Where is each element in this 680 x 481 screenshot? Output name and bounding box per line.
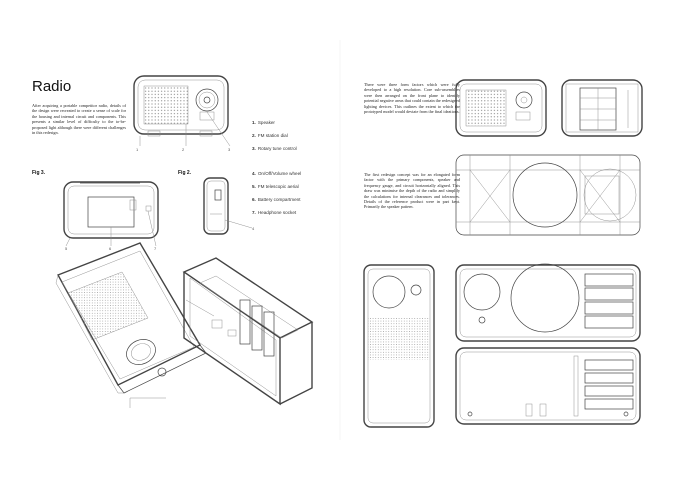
concept-wide-radio-front (455, 263, 641, 342)
legend-item-tune: 3.Rotary tune control (252, 146, 297, 151)
concept-tall-radio (363, 264, 435, 428)
callout-1: 1 (136, 147, 139, 152)
form-factors-paragraph: There were three form factors which were… (364, 82, 460, 115)
callout-2: 2 (182, 147, 185, 152)
concept-layout-overlay (561, 79, 643, 137)
fig3-label: Fig 3. (32, 170, 46, 176)
legend-item-speaker: 1.Speaker (252, 120, 275, 125)
legend-item-volume: 4.On/Off/Volume wheel (252, 171, 302, 176)
intro-paragraph: After acquiring a portable competitor ra… (32, 103, 126, 136)
concept-construction-drawing (455, 154, 641, 236)
first-concept-paragraph: The first redesign concept was for an el… (364, 172, 460, 210)
radio-front-view (133, 75, 231, 147)
legend-item-battery: 6.Battery compartment (252, 197, 301, 202)
page-title: Radio (32, 78, 72, 95)
callout-7: 7 (154, 246, 157, 251)
callout-5: 5 (65, 246, 68, 251)
callout-3: 3 (228, 147, 231, 152)
radio-back-view (63, 181, 159, 247)
callout-4: 4 (252, 226, 255, 231)
legend-item-aerial: 5.FM telescopic aerial (252, 184, 299, 189)
legend-item-dial: 2.FM station dial (252, 133, 288, 138)
callout-6: 6 (109, 246, 112, 251)
radio-isometric-closed (55, 242, 207, 408)
radio-isometric-open (182, 257, 314, 406)
radio-side-view (203, 177, 253, 235)
legend-item-headphone: 7.Headphone socket (252, 210, 297, 215)
concept-radio-front (455, 79, 547, 137)
fig2-label: Fig 2. (178, 170, 192, 176)
concept-wide-radio-interior (455, 347, 641, 425)
